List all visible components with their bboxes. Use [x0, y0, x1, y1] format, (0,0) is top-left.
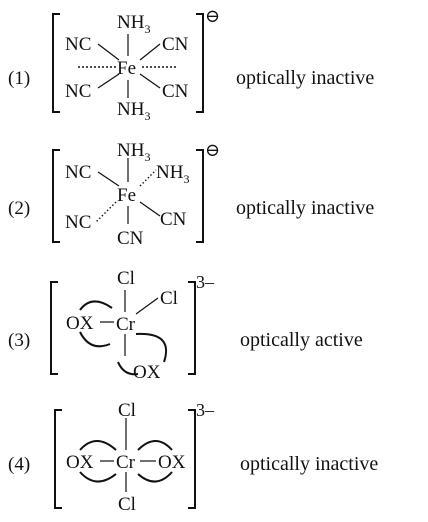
option-description: optically active — [240, 329, 363, 351]
ligand-bottom: Cl — [118, 494, 136, 515]
ligand-top: Cl — [117, 268, 135, 289]
left-bracket — [52, 149, 60, 243]
ligand-upper-left: NC — [65, 162, 91, 183]
ligand-left: OX — [66, 452, 94, 473]
chelate-arc-left-top — [79, 300, 113, 311]
chelate-arc-left-bottom — [79, 331, 111, 348]
ligand-right: OX — [158, 452, 186, 473]
chelate-arc-bottom-right — [135, 332, 167, 363]
charge-label: ⊖ — [205, 6, 220, 26]
ligand-lower-right: CN — [160, 209, 187, 230]
complex-3-structure: Cl Cl OX Cr OX 3– (3) optically active — [8, 268, 363, 383]
option-3: Cl Cl OX Cr OX 3– (3) optically active — [0, 262, 428, 387]
option-number: (3) — [8, 330, 30, 351]
bond-upper-right-hashed — [139, 169, 157, 187]
bond-lower-right — [139, 201, 161, 217]
option-description: optically inactive — [236, 197, 374, 219]
bond-upper-right — [139, 43, 161, 61]
center-atom: Fe — [117, 58, 136, 79]
option-description: optically inactive — [240, 453, 378, 475]
bond-upper-left — [97, 171, 120, 187]
center-atom: Cr — [116, 452, 136, 473]
right-bracket — [196, 149, 204, 243]
right-bracket — [188, 281, 196, 375]
ligand-bottom: CN — [117, 228, 144, 249]
complex-1-structure: NH3 NC CN Fe NC CN NH3 ⊖ (1) optically i… — [8, 6, 374, 123]
option-2: NH3 NC NH3 Fe NC CN CN ⊖ (2) optically i… — [0, 138, 428, 258]
option-1: NH3 NC CN Fe NC CN NH3 ⊖ (1) optically i… — [0, 0, 428, 130]
ligand-lower-right: CN — [162, 81, 189, 102]
ligand-bottom: OX — [133, 362, 161, 383]
bond-upper-left — [97, 43, 120, 61]
bond-lower-left-hashed — [95, 201, 117, 223]
bond-upper-right — [135, 297, 159, 315]
left-bracket — [54, 409, 62, 509]
chelate-arc-right-top — [137, 440, 173, 451]
charge-label: 3– — [196, 272, 215, 292]
complex-2-structure: NH3 NC NH3 Fe NC CN CN ⊖ (2) optically i… — [8, 140, 374, 249]
ligand-upper-right: CN — [162, 34, 189, 55]
charge-label: ⊖ — [205, 140, 220, 160]
ligand-upper-right: Cl — [160, 288, 178, 309]
option-number: (2) — [8, 198, 30, 219]
ligand-lower-left: NC — [65, 212, 91, 233]
bond-lower-left — [97, 73, 120, 89]
ligand-upper-right: NH3 — [156, 162, 189, 186]
charge-label: 3– — [196, 400, 215, 420]
left-bracket — [52, 13, 60, 113]
option-description: optically inactive — [236, 67, 374, 89]
chelate-arc-left-bottom — [79, 471, 117, 483]
right-bracket — [188, 409, 196, 509]
bond-lower-right — [139, 73, 161, 89]
center-atom: Fe — [117, 185, 136, 206]
option-number: (4) — [8, 454, 30, 475]
right-bracket — [196, 13, 204, 113]
ligand-top: Cl — [118, 400, 136, 421]
complex-4-structure: Cl OX Cr OX Cl 3– (4) optically inactive — [8, 400, 378, 515]
ligand-lower-left: NC — [65, 81, 91, 102]
chelate-arc-right-bottom — [137, 471, 173, 483]
chelate-arc-left-top — [79, 440, 117, 451]
ligand-bottom: NH3 — [117, 99, 150, 123]
option-4: Cl OX Cr OX Cl 3– (4) optically inactive — [0, 394, 428, 522]
ligand-upper-left: NC — [65, 34, 91, 55]
chelate-arc-bottom-left — [117, 361, 139, 376]
ligand-top: NH3 — [117, 12, 150, 36]
ligand-left: OX — [66, 313, 94, 334]
option-number: (1) — [8, 68, 30, 89]
left-bracket — [50, 281, 58, 375]
center-atom: Cr — [116, 314, 136, 335]
ligand-top: NH3 — [117, 140, 150, 164]
